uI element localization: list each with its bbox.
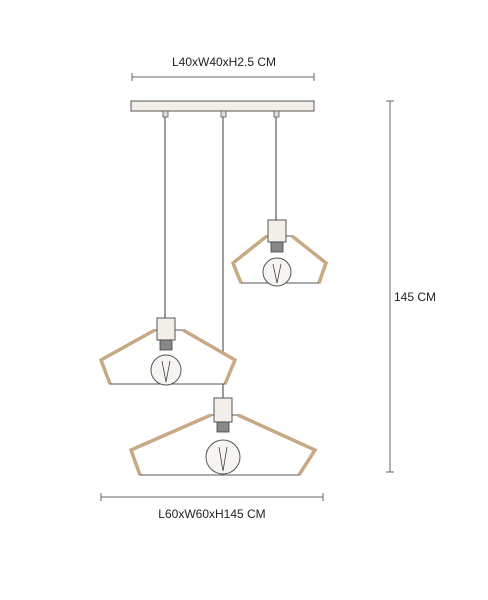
ceiling-canopy bbox=[130, 100, 315, 118]
small-pendant-shade bbox=[230, 219, 329, 287]
height-dimension-line bbox=[386, 100, 394, 473]
overall-dimension-label: L60xW60xH145 CM bbox=[158, 507, 266, 521]
canopy-dimension-line bbox=[131, 73, 315, 81]
height-dimension-label: 145 CM bbox=[394, 290, 437, 304]
large-pendant-shade bbox=[128, 397, 318, 476]
medium-pendant-shade bbox=[98, 317, 238, 386]
overall-dimension-line bbox=[100, 493, 324, 501]
canopy-dimension-label: L40xW40xH2.5 CM bbox=[171, 55, 277, 69]
